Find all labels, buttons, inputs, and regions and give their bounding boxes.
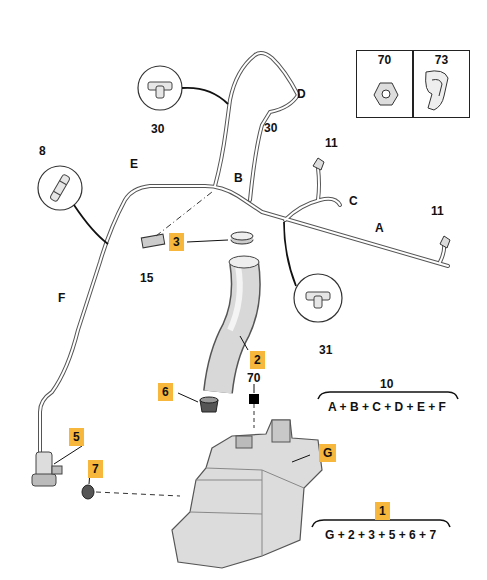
part-label: A <box>375 221 384 235</box>
part-label: D <box>297 87 306 101</box>
leader-lines <box>54 240 310 484</box>
part-label: 8 <box>39 144 46 158</box>
callout-number: 73 <box>435 53 448 67</box>
callout-box: 5 <box>69 428 84 446</box>
part-label: 11 <box>431 204 444 218</box>
callout-number: 2 <box>254 353 261 367</box>
assembly-formula: G + 2 + 3 + 5 + 6 + 7 <box>325 528 436 542</box>
callout-number: G <box>323 446 332 460</box>
callout-box: 1 <box>375 502 390 520</box>
callout-box: 6 <box>158 383 173 401</box>
inset-cell: 70 <box>356 50 413 118</box>
inset-cell: 73 <box>413 50 470 118</box>
callout-number: 70 <box>378 53 391 67</box>
part-label: 15 <box>140 271 153 285</box>
callout-box: 2 <box>250 351 265 369</box>
part-label: 70 <box>247 371 260 385</box>
hoses <box>40 53 448 455</box>
callout-number: 3 <box>173 235 180 249</box>
part-label: 30 <box>264 121 277 135</box>
part-label: 10 <box>380 377 393 391</box>
callout-box: G <box>319 444 336 462</box>
callout-box: 3 <box>169 233 184 251</box>
part-label: F <box>58 291 65 305</box>
brackets <box>312 392 458 527</box>
callout-number: 7 <box>92 462 99 476</box>
part-label: 11 <box>325 136 338 150</box>
inset-parts <box>374 71 448 110</box>
assembly-formula: A + B + C + D + E + F <box>328 400 446 414</box>
part-label: C <box>349 194 358 208</box>
part-label: E <box>130 157 138 171</box>
callout-number: 1 <box>379 504 386 518</box>
part-label: 31 <box>319 343 332 357</box>
part-label: B <box>234 171 243 185</box>
callout-number: 6 <box>162 385 169 399</box>
callout-number: 5 <box>73 430 80 444</box>
callout-box: 7 <box>88 460 103 478</box>
detail-circles <box>38 66 342 322</box>
part-label: 30 <box>151 122 164 136</box>
